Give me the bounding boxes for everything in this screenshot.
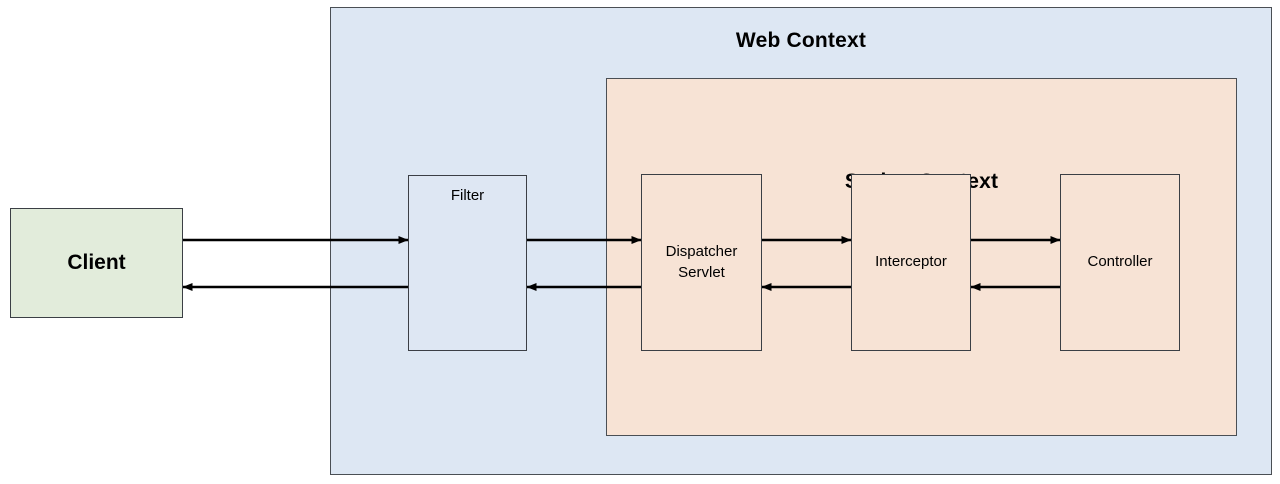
node-client-label: Client: [67, 250, 126, 274]
node-interceptor-label: Interceptor: [875, 253, 947, 271]
node-dispatcher-servlet: Dispatcher Servlet: [641, 174, 762, 351]
web-context-title: Web Context: [735, 29, 867, 52]
node-interceptor: Interceptor: [851, 174, 971, 351]
node-client: Client: [10, 208, 183, 318]
node-filter-label: Filter: [450, 187, 485, 204]
node-controller: Controller: [1060, 174, 1180, 351]
node-dispatcher-servlet-label-line1: Dispatcher: [665, 243, 738, 261]
node-dispatcher-servlet-label-line2: Servlet: [678, 263, 725, 281]
node-controller-label: Controller: [1087, 253, 1153, 271]
node-dispatcher-servlet-label: Dispatcher Servlet: [666, 242, 738, 283]
node-filter: Filter: [408, 175, 527, 351]
